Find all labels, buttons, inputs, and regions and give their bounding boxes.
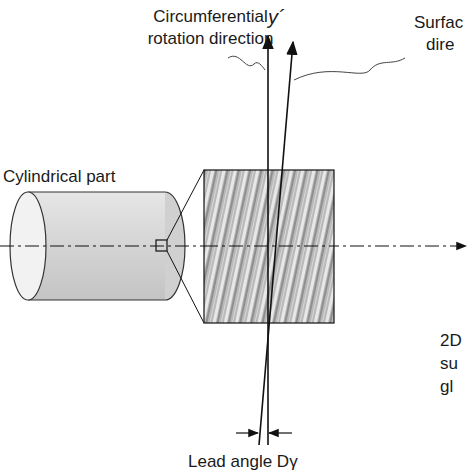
angle-arrow [236,432,258,433]
leader-line [228,56,265,70]
zoom-leader [167,251,204,323]
sample-square [156,240,167,251]
x-axis [204,245,334,246]
y-axis [267,36,269,445]
leader-line [294,58,405,80]
axis-label: dire [426,34,474,56]
image-label: gl [440,376,474,398]
angle-arrow [269,432,292,433]
cylinder-edge [28,191,165,192]
zoom-leader [167,170,204,240]
x-axis [0,245,466,246]
axis-label: y´ [268,6,298,28]
angle-label: Lead angle Dγ [188,451,348,473]
surface-image [204,170,334,323]
part-label: Cylindrical part [3,166,163,188]
axis-label: Surfac [414,12,474,34]
cylinder-edge [28,299,165,300]
grinding-direction-axis [259,42,293,445]
image-label: 2D [440,330,474,352]
image-label: su [440,353,474,375]
